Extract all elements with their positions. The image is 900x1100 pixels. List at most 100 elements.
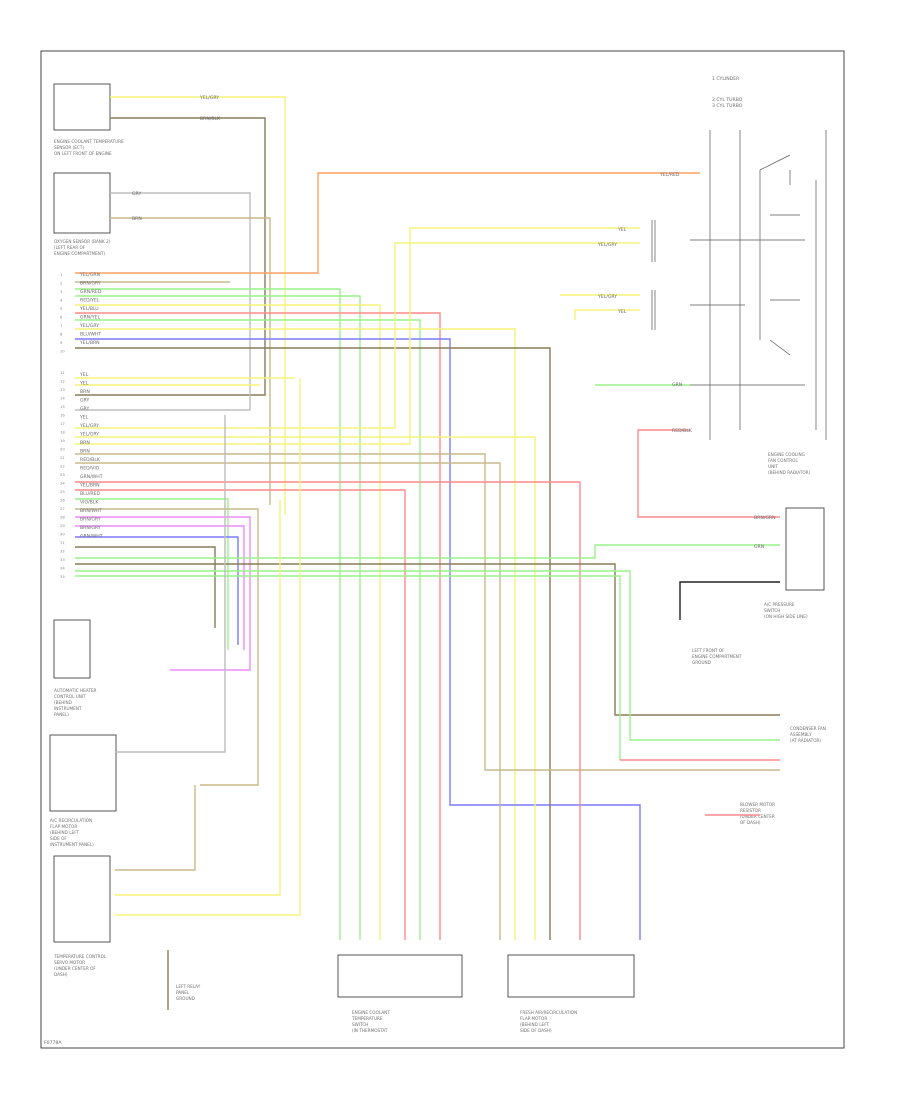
engine-coolant-temp-sensor-label: ENGINE COOLANT TEMPERATURE SENSOR (ECT) … [54, 139, 124, 156]
wire-label-cluster2: BRN/GRY [80, 517, 101, 523]
svg-text:(BEHIND: (BEHIND [54, 700, 72, 705]
svg-text:RESISTOR: RESISTOR [740, 808, 761, 813]
wire-vio [75, 525, 245, 650]
oxygen-sensor-label: OXYGEN SENSOR (BANK 2) (LEFT REAR OF ENG… [54, 239, 111, 256]
svg-text:TEMPERATURE: TEMPERATURE [351, 1016, 383, 1021]
wire-yel [75, 242, 640, 429]
pin-number: 19 [60, 438, 65, 443]
legend-item-2: 2 CYL TURBO [712, 97, 743, 103]
svg-text:SERVO MOTOR: SERVO MOTOR [54, 960, 85, 965]
wire-label-cluster: YEL/GRN [79, 272, 100, 278]
svg-text:FRESH AIR/RECIRCULATION: FRESH AIR/RECIRCULATION [520, 1010, 577, 1015]
relay-contact-symbol [770, 214, 800, 301]
svg-text:OF DASH): OF DASH) [740, 820, 761, 825]
svg-text:INSTRUMENT: INSTRUMENT [54, 706, 82, 711]
svg-text:GROUND: GROUND [176, 996, 195, 1001]
wire-label-cluster2: BRN [80, 449, 90, 455]
wire-grn [75, 319, 421, 940]
wire-label-cluster2: GRY [80, 398, 89, 404]
wire-yel [75, 328, 516, 940]
svg-text:TEMPERATURE CONTROL: TEMPERATURE CONTROL [53, 954, 107, 959]
svg-text:BLOWER MOTOR: BLOWER MOTOR [740, 802, 775, 807]
wire-label-cluster2: YEL/GRY [79, 423, 99, 429]
svg-text:OXYGEN SENSOR (BANK 2): OXYGEN SENSOR (BANK 2) [54, 239, 111, 244]
ground-ref-label: LEFT RELAY PANEL GROUND [176, 984, 201, 1001]
pin-number: 9 [60, 340, 63, 345]
svg-text:(BEHIND RADIATOR): (BEHIND RADIATOR) [768, 470, 811, 475]
wire-label-right: BRN/GRN [754, 515, 776, 521]
svg-text:PANEL: PANEL [176, 990, 190, 995]
pin-number: 6 [60, 315, 63, 320]
svg-text:ASSEMBLY: ASSEMBLY [790, 732, 812, 737]
wire-label-cluster2: YEL [79, 381, 89, 387]
wire-label-right: YEL/GRY [597, 294, 617, 300]
pin-number: 4 [60, 298, 63, 303]
wire-label-cluster: YEL/BLU [79, 306, 99, 312]
pin-number: 1 [60, 272, 63, 277]
svg-text:SIDE OF DASH): SIDE OF DASH) [520, 1028, 552, 1033]
wire-label-cluster2: YEL/GRY [79, 432, 99, 438]
diagram-frame [40, 50, 845, 1049]
wire-label-right: YEL [617, 227, 627, 233]
svg-text:DASH): DASH) [54, 972, 68, 977]
wire-brn_blk [75, 347, 551, 940]
wire-grn [75, 288, 341, 940]
wire-label-cluster: YEL/BRN [79, 340, 100, 346]
wire-brn [75, 508, 259, 786]
wire-yel [75, 436, 536, 940]
wire-label-cluster2: RED/BLK [80, 457, 101, 463]
fan-connector-2-box [507, 954, 635, 998]
svg-text:(UNDER CENTER OF: (UNDER CENTER OF [54, 966, 96, 971]
wire-label-right: GRN [672, 382, 682, 388]
wire-grn [75, 544, 780, 559]
wire-label-right: YEL/GRY [597, 242, 617, 248]
wire-red [75, 312, 441, 940]
pin-number: 15 [60, 404, 65, 409]
heater-control-unit-box [53, 619, 91, 679]
wire-label-cluster2: YEL/BRN [79, 483, 100, 489]
wire-blk [679, 581, 780, 620]
wire-brn [75, 462, 501, 940]
wire-grn [75, 295, 361, 940]
relay-switch-symbol [759, 154, 791, 185]
recirculation-flap-motor-label: A/C RECIRCULATION FLAP MOTOR (BEHIND LEF… [50, 818, 94, 847]
pin-number: 8 [60, 332, 63, 337]
wire-blu [75, 536, 239, 645]
wire-grn [75, 570, 780, 741]
wire-grn [75, 498, 229, 650]
pin-number: 32 [60, 549, 65, 554]
wire-group [75, 96, 780, 1010]
temp-control-servo-box [53, 855, 111, 943]
footer-code: F0778A [44, 1040, 62, 1046]
wire-brn_blk [75, 117, 266, 396]
svg-text:LEFT RELAY: LEFT RELAY [176, 984, 201, 989]
pin-number: 20 [60, 447, 65, 452]
wire-org [75, 172, 700, 274]
wire-label-cluster2: RED/VIO [80, 466, 100, 472]
svg-text:(UNDER CENTER: (UNDER CENTER [740, 814, 775, 819]
wire-brn [115, 785, 196, 871]
svg-text:INSTRUMENT PANEL): INSTRUMENT PANEL) [50, 842, 94, 847]
svg-text:ENGINE COMPARTMENT: ENGINE COMPARTMENT [692, 654, 742, 659]
wire-brn [75, 453, 780, 771]
svg-text:A/C RECIRCULATION: A/C RECIRCULATION [50, 818, 92, 823]
pin-number: 34 [60, 566, 65, 571]
fan-connector-1-box [337, 954, 463, 998]
svg-text:ON LEFT FRONT OF ENGINE: ON LEFT FRONT OF ENGINE [54, 151, 112, 156]
svg-text:SWITCH: SWITCH [764, 608, 780, 613]
pin-number: 22 [60, 464, 65, 469]
svg-text:ENGINE COOLANT: ENGINE COOLANT [352, 1010, 390, 1015]
wire-yel [75, 304, 381, 940]
wire-label-o2-signal: GRY [132, 191, 141, 197]
pin-number: 11 [60, 370, 65, 375]
wire-label-ect-ground: BRN/BLK [200, 116, 221, 122]
svg-text:(BEHIND LEFT: (BEHIND LEFT [50, 830, 80, 835]
svg-text:(BEHIND LEFT: (BEHIND LEFT [520, 1022, 550, 1027]
pressure-switch-label: A/C PRESSURE SWITCH (ON HIGH SIDE LINE) [764, 602, 808, 619]
control-unit-pin-list: 1234567891011121314151617181920212223242… [60, 272, 65, 579]
engine-coolant-temp-switch-label: ENGINE COOLANT TEMPERATURE SWITCH (IN TH… [351, 1010, 390, 1033]
wire-gry [115, 415, 226, 753]
pin-number: 30 [60, 532, 65, 537]
wire-label-group: YEL/GRYBRN/BLKGRYBRNYEL/GRNBRN/GRYGRN/RE… [79, 95, 776, 550]
pin-number: 14 [60, 396, 65, 401]
